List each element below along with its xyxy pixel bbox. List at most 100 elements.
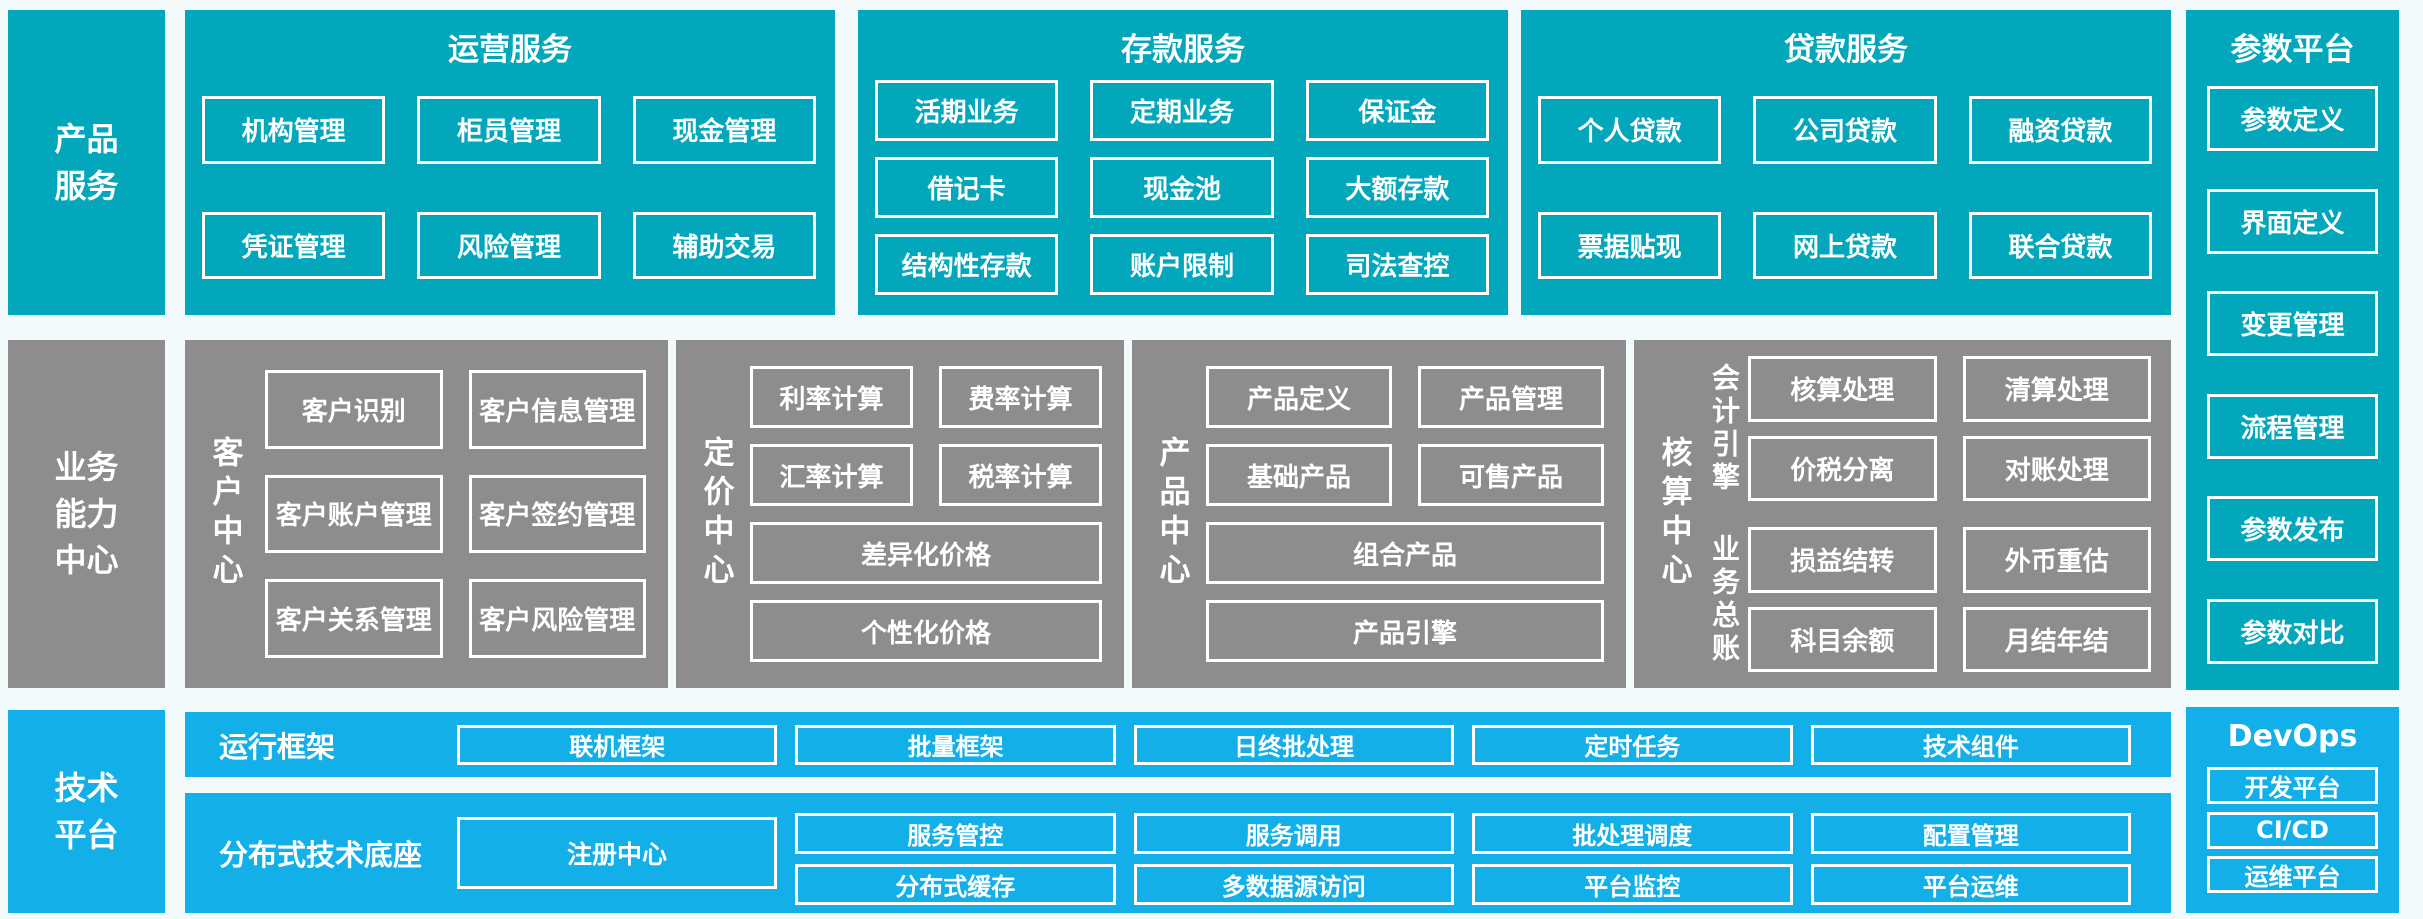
tech-box: 服务管控 bbox=[795, 813, 1116, 854]
rail-business-capability-center: 业务 能力 中心 bbox=[8, 340, 165, 688]
distributed-tech-grid: 服务管控 服务调用 批处理调度 配置管理 分布式缓存 多数据源访问 平台监控 平… bbox=[795, 813, 2131, 905]
capability-box: 客户信息管理 bbox=[468, 370, 646, 449]
capability-box: 客户风险管理 bbox=[468, 579, 646, 658]
section-devops: DevOps 开发平台 CI/CD 运维平台 bbox=[2186, 707, 2399, 913]
business-ledger-group: 业务总账 损益结转 外币重估 科目余额 月结年结 bbox=[1700, 527, 2151, 672]
section-parameter-platform: 参数平台 参数定义 界面定义 变更管理 流程管理 参数发布 参数对比 bbox=[2186, 10, 2399, 690]
section-deposit-services: 存款服务 活期业务 定期业务 保证金 借记卡 现金池 大额存款 结构性存款 账户… bbox=[858, 10, 1508, 315]
customer-center-label-wrap: 客户中心 bbox=[197, 340, 253, 688]
service-box: 柜员管理 bbox=[417, 96, 601, 164]
rail-technology-platform-label: 技术 平台 bbox=[54, 769, 119, 854]
pricing-center-label-wrap: 定价中心 bbox=[688, 340, 744, 688]
accounting-engine-label: 会计引擎 bbox=[1708, 362, 1741, 495]
rail-product-services-label: 产品 服务 bbox=[54, 120, 119, 205]
service-box: 保证金 bbox=[1305, 80, 1489, 141]
tech-box: 定时任务 bbox=[1472, 724, 1793, 765]
service-box: 票据贴现 bbox=[1538, 211, 1722, 279]
accounting-engine-label-wrap: 会计引擎 bbox=[1700, 356, 1748, 501]
registry-center-box: 注册中心 bbox=[457, 817, 777, 889]
rail-business-capability-center-label: 业务 能力 中心 bbox=[54, 448, 119, 580]
service-box: 现金管理 bbox=[632, 96, 816, 164]
capability-box: 差异化价格 bbox=[750, 522, 1102, 584]
capability-box: 基础产品 bbox=[1206, 444, 1392, 506]
tech-box: 开发平台 bbox=[2207, 767, 2378, 804]
accounting-center-label: 核算中心 bbox=[1655, 436, 1692, 592]
service-box: 网上贷款 bbox=[1753, 211, 1937, 279]
capability-box: 利率计算 bbox=[750, 366, 913, 428]
section-operation-services-title: 运营服务 bbox=[448, 32, 572, 68]
tech-box: 服务调用 bbox=[1133, 813, 1454, 854]
capability-box: 价税分离 bbox=[1748, 435, 1937, 501]
devops-title: DevOps bbox=[2227, 719, 2358, 754]
tech-box: 联机框架 bbox=[457, 724, 778, 765]
accounting-groups: 会计引擎 核算处理 清算处理 价税分离 对账处理 业务总账 损益结转 外币重估 … bbox=[1700, 356, 2151, 672]
service-box: 司法查控 bbox=[1305, 234, 1489, 295]
section-operation-services: 运营服务 机构管理 柜员管理 现金管理 凭证管理 风险管理 辅助交易 bbox=[185, 10, 835, 315]
loan-services-grid: 个人贷款 公司贷款 融资贷款 票据贴现 网上贷款 联合贷款 bbox=[1538, 96, 2152, 279]
service-box: 大额存款 bbox=[1305, 157, 1489, 218]
capability-box: 外币重估 bbox=[1962, 527, 2151, 593]
service-box: 参数发布 bbox=[2207, 496, 2378, 562]
service-box: 参数对比 bbox=[2207, 598, 2378, 664]
customer-center-grid: 客户识别 客户信息管理 客户账户管理 客户签约管理 客户关系管理 客户风险管理 bbox=[265, 370, 646, 658]
capability-box: 科目余额 bbox=[1748, 606, 1937, 672]
band-runtime-framework: 运行框架 联机框架 批量框架 日终批处理 定时任务 技术组件 bbox=[185, 712, 2171, 777]
tech-box: 运维平台 bbox=[2207, 856, 2378, 893]
service-box: 结构性存款 bbox=[875, 234, 1059, 295]
service-box: 机构管理 bbox=[202, 96, 386, 164]
capability-box: 损益结转 bbox=[1748, 527, 1937, 593]
rail-product-services: 产品 服务 bbox=[8, 10, 165, 315]
operation-services-grid: 机构管理 柜员管理 现金管理 凭证管理 风险管理 辅助交易 bbox=[202, 96, 816, 279]
capability-box: 可售产品 bbox=[1418, 444, 1604, 506]
tech-box: 日终批处理 bbox=[1133, 724, 1455, 765]
service-box: 活期业务 bbox=[875, 80, 1059, 141]
capability-box: 清算处理 bbox=[1962, 356, 2151, 422]
capability-box: 税率计算 bbox=[939, 444, 1102, 506]
capability-box: 产品定义 bbox=[1206, 366, 1392, 428]
product-center-label-wrap: 产品中心 bbox=[1144, 340, 1200, 688]
business-ledger-grid: 损益结转 外币重估 科目余额 月结年结 bbox=[1748, 527, 2151, 672]
product-center-grid: 产品定义 产品管理 基础产品 可售产品 组合产品 产品引擎 bbox=[1206, 366, 1604, 662]
service-box: 公司贷款 bbox=[1753, 96, 1937, 164]
pricing-center-label: 定价中心 bbox=[697, 436, 734, 592]
service-box: 风险管理 bbox=[417, 211, 601, 279]
section-accounting-center: 核算中心 会计引擎 核算处理 清算处理 价税分离 对账处理 业务总账 损 bbox=[1634, 340, 2171, 688]
capability-box: 客户签约管理 bbox=[468, 474, 646, 554]
deposit-services-grid: 活期业务 定期业务 保证金 借记卡 现金池 大额存款 结构性存款 账户限制 司法… bbox=[875, 80, 1489, 295]
business-ledger-label-wrap: 业务总账 bbox=[1700, 527, 1748, 672]
capability-box: 月结年结 bbox=[1962, 606, 2151, 672]
section-customer-center: 客户中心 客户识别 客户信息管理 客户账户管理 客户签约管理 客户关系管理 客户… bbox=[185, 340, 668, 688]
accounting-engine-group: 会计引擎 核算处理 清算处理 价税分离 对账处理 bbox=[1700, 356, 2151, 501]
rail-technology-platform: 技术 平台 bbox=[8, 710, 165, 913]
tech-box: 平台运维 bbox=[1810, 864, 2131, 905]
tech-box: 多数据源访问 bbox=[1133, 864, 1454, 905]
capability-box: 客户账户管理 bbox=[265, 474, 443, 554]
capability-box: 客户识别 bbox=[265, 370, 443, 449]
tech-box: 平台监控 bbox=[1472, 864, 1793, 905]
section-product-center: 产品中心 产品定义 产品管理 基础产品 可售产品 组合产品 产品引擎 bbox=[1132, 340, 1626, 688]
capability-box: 汇率计算 bbox=[750, 444, 913, 506]
service-box: 定期业务 bbox=[1090, 80, 1274, 141]
service-box: 凭证管理 bbox=[202, 211, 386, 279]
service-box: 变更管理 bbox=[2207, 291, 2378, 357]
capability-box: 核算处理 bbox=[1748, 356, 1937, 422]
parameter-platform-list: 参数定义 界面定义 变更管理 流程管理 参数发布 参数对比 bbox=[2207, 86, 2378, 664]
service-box: 流程管理 bbox=[2207, 393, 2378, 459]
tech-box: 批量框架 bbox=[795, 724, 1116, 765]
band-distributed-tech-base: 分布式技术底座 注册中心 服务管控 服务调用 批处理调度 配置管理 分布式缓存 … bbox=[185, 793, 2171, 913]
service-box: 界面定义 bbox=[2207, 188, 2378, 254]
devops-list: 开发平台 CI/CD 运维平台 bbox=[2207, 767, 2378, 893]
runtime-framework-boxes: 联机框架 批量框架 日终批处理 定时任务 技术组件 bbox=[457, 712, 2132, 777]
tech-box: 技术组件 bbox=[1810, 724, 2132, 765]
business-ledger-label: 业务总账 bbox=[1708, 533, 1741, 666]
capability-box: 客户关系管理 bbox=[265, 579, 443, 658]
capability-box: 个性化价格 bbox=[750, 600, 1102, 662]
tech-box: CI/CD bbox=[2207, 811, 2378, 849]
service-box: 借记卡 bbox=[875, 157, 1059, 218]
runtime-framework-label: 运行框架 bbox=[219, 729, 336, 764]
service-box: 参数定义 bbox=[2207, 86, 2378, 151]
customer-center-label: 客户中心 bbox=[206, 436, 243, 592]
tech-box: 分布式缓存 bbox=[795, 864, 1116, 905]
service-box: 联合贷款 bbox=[1968, 211, 2152, 279]
